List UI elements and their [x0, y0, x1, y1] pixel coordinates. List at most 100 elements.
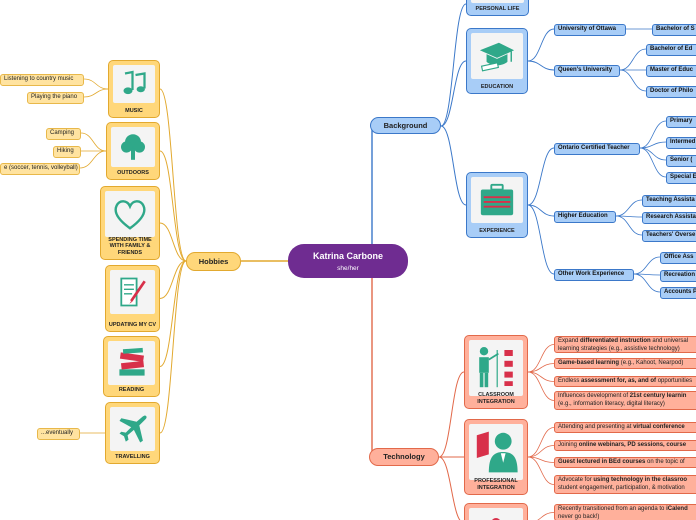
- technology-item[interactable]: Advocate for using technology in the cla…: [554, 475, 696, 494]
- profile-icon: [469, 424, 523, 480]
- connector: [440, 3, 467, 127]
- connector: [159, 88, 187, 262]
- connector: [527, 427, 555, 458]
- connector: [438, 371, 465, 458]
- background-card-2[interactable]: EXPERIENCE: [466, 172, 528, 238]
- card-label: CLASSROOM INTEGRATION: [477, 392, 515, 405]
- airplane-icon: [110, 407, 155, 451]
- background-group[interactable]: Other Work Experience: [554, 269, 634, 281]
- item-text: on the topic of: [645, 459, 685, 465]
- background-group[interactable]: University of Ottawa: [554, 24, 626, 36]
- item-text: Game-based learning: [558, 360, 620, 366]
- item-text: Expand: [558, 338, 581, 344]
- hobby-item[interactable]: Hiking: [53, 146, 81, 158]
- background-item[interactable]: Recreation: [660, 270, 696, 282]
- hobby-item[interactable]: e (soccer, tennis, volleyball): [0, 163, 80, 175]
- connector: [619, 48, 647, 71]
- document-pen-icon: [110, 270, 155, 314]
- background-group[interactable]: Higher Education: [554, 211, 616, 223]
- background-item[interactable]: Master of Educ: [646, 65, 696, 77]
- hobby-item[interactable]: Listening to country music: [0, 74, 84, 86]
- card-label: OUTDOORS: [117, 169, 149, 176]
- card-label: EXPERIENCE: [479, 227, 515, 234]
- item-text: 21st century learnin: [629, 393, 687, 399]
- branch-technology[interactable]: Technology: [369, 448, 439, 466]
- item-text: iCalend: [666, 506, 688, 512]
- hobby-card-5[interactable]: TRAVELLING: [105, 402, 160, 464]
- hobby-card-2[interactable]: SPENDING TIME WITH FAMILY & FRIENDS: [100, 186, 160, 260]
- background-item[interactable]: Bachelor of Ed: [646, 44, 696, 56]
- background-group[interactable]: Queen's University: [554, 65, 620, 77]
- technology-card-0[interactable]: CLASSROOM INTEGRATION: [464, 335, 528, 409]
- item-text: differentiated instruction: [580, 338, 651, 344]
- technology-item[interactable]: Attending and presenting at virtual conf…: [554, 422, 696, 433]
- presenter-icon: [469, 340, 523, 396]
- technology-card-2[interactable]: [464, 503, 528, 520]
- card-label: EDUCATION: [480, 83, 514, 90]
- technology-item[interactable]: Recently transitioned from an agenda to …: [554, 504, 696, 520]
- item-text: and universal: [650, 338, 689, 344]
- connector: [159, 222, 187, 262]
- connector: [527, 204, 555, 217]
- connector: [527, 445, 555, 458]
- background-item[interactable]: Office Ass: [660, 252, 696, 264]
- connector: [633, 256, 661, 275]
- background-group[interactable]: Ontario Certified Teacher: [554, 143, 640, 155]
- hobby-card-4[interactable]: READING: [103, 336, 160, 397]
- branch-hobbies[interactable]: Hobbies: [186, 252, 241, 271]
- item-text: Guest lectured in BEd courses: [558, 459, 646, 465]
- background-item[interactable]: Research Assista: [642, 212, 696, 224]
- hobby-item[interactable]: Camping: [46, 128, 81, 140]
- hobby-card-3[interactable]: UPDATING MY CV: [105, 265, 160, 332]
- background-card-1[interactable]: EDUCATION: [466, 28, 528, 94]
- background-card-0[interactable]: PERSONAL LIFE: [466, 0, 529, 16]
- background-item[interactable]: Doctor of Philo: [646, 86, 696, 98]
- background-item[interactable]: Teaching Assista: [642, 195, 696, 207]
- technology-item[interactable]: Game-based learning (e.g., Kahoot, Nearp…: [554, 358, 696, 369]
- background-item[interactable]: Teachers' Overse: [642, 230, 696, 242]
- technology-item[interactable]: Expand differentiated instruction and un…: [554, 336, 696, 353]
- technology-item[interactable]: Joining online webinars, PD sessions, co…: [554, 440, 696, 451]
- connector: [438, 456, 461, 520]
- connector: [615, 199, 643, 217]
- technology-item[interactable]: Influences development of 21st century l…: [554, 391, 696, 410]
- connector: [527, 344, 555, 373]
- item-text: Endless: [558, 378, 582, 384]
- central-topic[interactable]: Katrina Carbone she/her: [288, 244, 408, 278]
- connector: [83, 78, 109, 90]
- background-item[interactable]: Senior (: [666, 155, 696, 167]
- connector: [639, 120, 667, 149]
- item-text: Recently transitioned from an agenda to: [558, 506, 667, 512]
- technology-item[interactable]: Endless assessment for, as, and of oppor…: [554, 376, 696, 387]
- technology-item[interactable]: Guest lectured in BEd courses on the top…: [554, 457, 696, 468]
- background-item[interactable]: Accounts P: [660, 287, 696, 299]
- item-text: (e.g., Kahoot, Nearpod): [619, 360, 684, 366]
- card-label: UPDATING MY CV: [108, 321, 157, 328]
- technology-card-1[interactable]: PROFESSIONAL INTEGRATION: [464, 419, 528, 495]
- central-topic-subtitle: she/her: [337, 265, 359, 273]
- background-item[interactable]: Primary: [666, 116, 696, 128]
- item-text: Attending and presenting at: [558, 424, 634, 430]
- background-item[interactable]: Special E: [666, 172, 696, 184]
- connector: [159, 260, 187, 434]
- connector: [527, 204, 555, 275]
- card-label: SPENDING TIME WITH FAMILY & FRIENDS: [108, 237, 152, 256]
- connector: [633, 273, 661, 293]
- item-text: student engagement, participation, & mot…: [558, 484, 685, 491]
- background-item[interactable]: Bachelor of S: [652, 24, 696, 36]
- card-label: PROFESSIONAL INTEGRATION: [474, 478, 518, 491]
- connector: [159, 260, 187, 367]
- connector: [527, 371, 555, 401]
- card-label: MUSIC: [125, 107, 143, 114]
- background-item[interactable]: Intermed: [666, 137, 696, 149]
- branch-background[interactable]: Background: [370, 117, 441, 134]
- hobby-card-1[interactable]: OUTDOORS: [106, 122, 160, 180]
- connector: [615, 215, 643, 236]
- item-text: online webinars, PD sessions, course: [578, 442, 687, 448]
- hobby-item[interactable]: Playing the piano: [27, 92, 84, 104]
- hobby-card-0[interactable]: MUSIC: [108, 60, 160, 118]
- hobby-item[interactable]: ...eventually: [37, 428, 80, 440]
- connector: [527, 363, 555, 373]
- central-topic-title: Katrina Carbone: [312, 251, 383, 261]
